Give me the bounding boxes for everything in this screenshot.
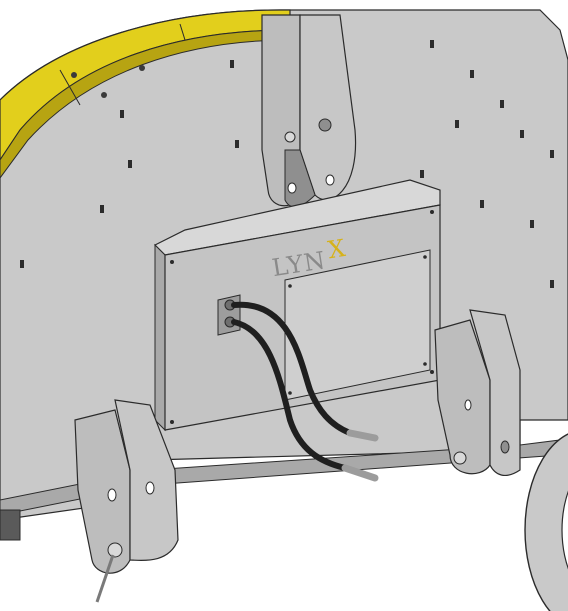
upper-lifting-lugs	[261, 14, 357, 208]
hole-icon	[287, 182, 297, 194]
hole-icon	[107, 488, 117, 502]
hole-icon	[500, 440, 510, 454]
bolt-icon	[139, 65, 145, 71]
pin-icon	[318, 118, 332, 132]
right-lifting-lugs	[434, 309, 521, 477]
hydraulic-hoses	[231, 301, 379, 482]
hole-icon	[325, 174, 335, 186]
logo-text-accent: X	[326, 234, 348, 264]
side-bracket	[0, 509, 21, 541]
bolt-icon	[71, 72, 77, 78]
pin-icon	[453, 451, 467, 465]
pin-icon	[284, 131, 296, 143]
plate-slots	[20, 40, 554, 288]
handle-rod	[95, 554, 115, 603]
hole-icon	[464, 399, 472, 411]
bolt-icon	[101, 92, 107, 98]
pin-icon	[107, 542, 123, 558]
hole-icon	[145, 481, 155, 495]
control-box	[153, 179, 441, 432]
left-lifting-lugs	[74, 399, 179, 603]
round-flange	[524, 433, 568, 611]
